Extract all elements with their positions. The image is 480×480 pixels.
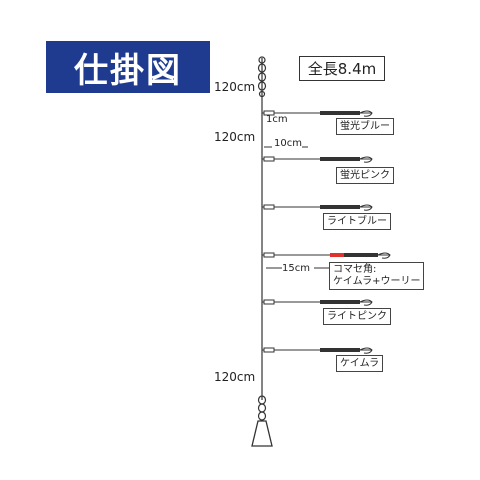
bottom-swivel — [257, 395, 267, 421]
top-swivel — [257, 56, 267, 98]
leader-length-label: 15cm — [282, 263, 310, 274]
hook-label-5: ライトピンク — [323, 308, 391, 325]
hook-label-1: 蛍光ブルー — [336, 118, 394, 135]
mid-length-label: 120cm — [214, 130, 256, 144]
branch-hook-2 — [262, 156, 373, 163]
branch-length-label: 1cm — [266, 114, 288, 125]
branch-gap-label: 10cm — [274, 138, 302, 149]
total-length-text: 全長8.4m — [307, 60, 377, 78]
bottom-length-label: 120cm — [214, 370, 256, 384]
total-length-box: 全長8.4m — [299, 56, 385, 81]
diagram-title: 仕掛図 — [74, 50, 182, 91]
hook-label-2: 蛍光ピンク — [336, 167, 394, 184]
branch-hook-5 — [262, 299, 373, 306]
hook-label-6: ケイムラ — [336, 355, 384, 372]
hook-label-4: コマセ角: ケイムラ+ウーリー — [329, 262, 425, 290]
branch-hook-3 — [262, 204, 373, 211]
branch-hook-4 — [262, 252, 391, 259]
top-length-label: 120cm — [214, 80, 256, 94]
hook-label-3: ライトブルー — [323, 213, 391, 230]
branch-hook-6 — [262, 347, 373, 354]
branch-hook-1 — [262, 110, 373, 117]
sinker — [251, 420, 273, 447]
title-badge: 仕掛図 — [46, 41, 210, 93]
